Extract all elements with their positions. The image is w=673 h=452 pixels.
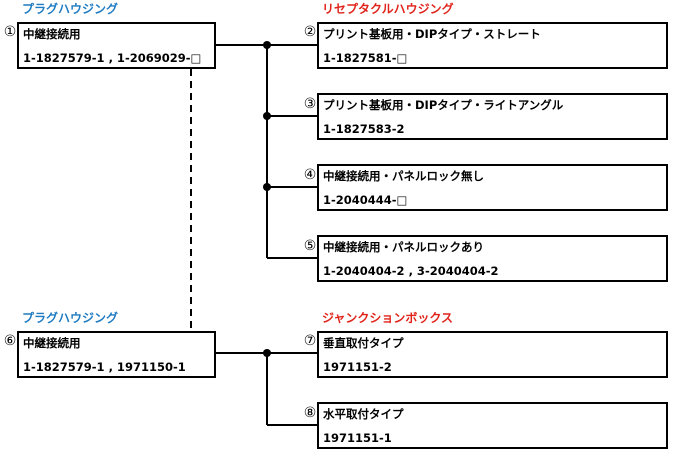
item-number-4: ④ — [303, 167, 317, 183]
junction-dot — [263, 349, 271, 357]
box-horizontal-mount: 水平取付タイプ 1971151-1 — [317, 402, 668, 449]
box-3-description: プリント基板用・DIPタイプ・ライトアングル — [323, 98, 564, 112]
box-8-part-numbers: 1971151-1 — [323, 431, 392, 445]
box-2-description: プリント基板用・DIPタイプ・ストレート — [323, 27, 541, 41]
plug-housing-heading-bottom: プラグハウジング — [22, 311, 119, 325]
box-pcb-dip-right-angle: プリント基板用・DIPタイプ・ライトアングル 1-1827583-2 — [317, 93, 668, 140]
item-number-8: ⑧ — [303, 405, 317, 421]
box-relay-with-panel-lock: 中継接続用・パネルロックあり 1-2040404-2 , 3-2040404-2 — [317, 235, 668, 282]
item-number-7: ⑦ — [303, 333, 317, 349]
box-7-part-numbers: 1971151-2 — [323, 360, 392, 374]
item-number-1: ① — [3, 24, 17, 40]
item-number-6: ⑥ — [3, 333, 17, 349]
box-vertical-mount: 垂直取付タイプ 1971151-2 — [317, 331, 668, 378]
junction-dot — [263, 183, 271, 191]
junction-dot — [263, 112, 271, 120]
box-6-description: 中継接続用 — [23, 336, 81, 350]
box-1-part-numbers: 1-1827579-1 , 1-2069029-□ — [23, 51, 202, 65]
box-2-part-numbers: 1-1827581-□ — [323, 51, 408, 65]
box-plug-relay-1: 中継接続用 1-1827579-1 , 1-2069029-□ — [17, 22, 216, 69]
box-3-part-numbers: 1-1827583-2 — [323, 122, 405, 136]
item-number-2: ② — [303, 24, 317, 40]
box-4-description: 中継接続用・パネルロック無し — [323, 169, 484, 183]
receptacle-housing-heading: リセプタクルハウジング — [322, 2, 454, 16]
box-5-description: 中継接続用・パネルロックあり — [323, 240, 484, 254]
box-4-part-numbers: 1-2040444-□ — [323, 193, 408, 207]
box-relay-no-panel-lock: 中継接続用・パネルロック無し 1-2040444-□ — [317, 164, 668, 211]
box-plug-relay-6: 中継接続用 1-1827579-1 , 1971150-1 — [17, 331, 216, 378]
junction-box-heading: ジャンクションボックス — [322, 311, 454, 325]
item-number-3: ③ — [303, 96, 317, 112]
box-pcb-dip-straight: プリント基板用・DIPタイプ・ストレート 1-1827581-□ — [317, 22, 668, 69]
box-5-part-numbers: 1-2040404-2 , 3-2040404-2 — [323, 264, 499, 278]
box-8-description: 水平取付タイプ — [323, 407, 404, 421]
junction-dot — [263, 41, 271, 49]
box-1-description: 中継接続用 — [23, 27, 81, 41]
box-6-part-numbers: 1-1827579-1 , 1971150-1 — [23, 360, 186, 374]
item-number-5: ⑤ — [303, 238, 317, 254]
plug-housing-heading-top: プラグハウジング — [22, 2, 119, 16]
box-7-description: 垂直取付タイプ — [323, 336, 404, 350]
